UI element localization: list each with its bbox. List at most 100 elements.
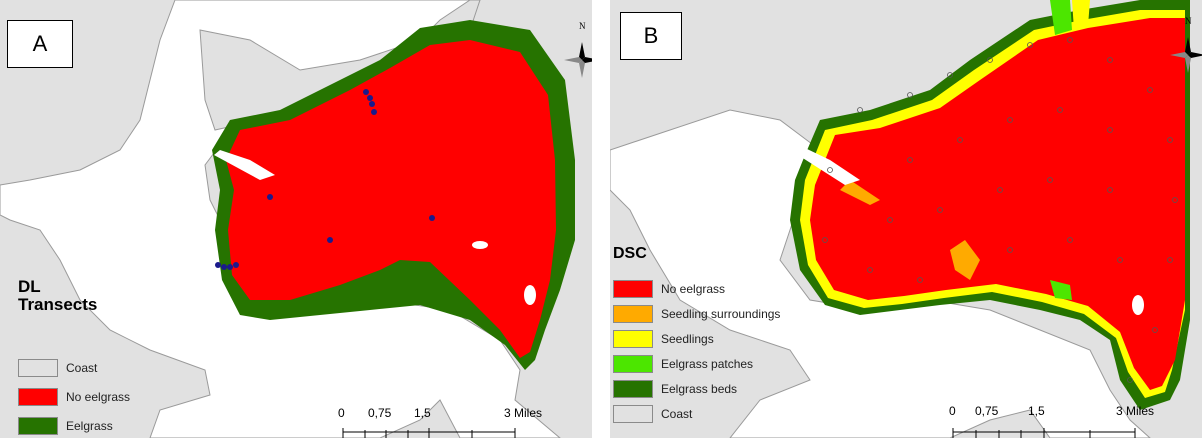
- scale-tick-label: 1,5: [414, 406, 431, 420]
- scale-tick-label: 0: [949, 404, 956, 418]
- legend-label: Coast: [661, 407, 693, 421]
- legend-label: Eelgrass: [66, 419, 113, 433]
- sample-point: [887, 217, 893, 223]
- legend-swatch: [18, 388, 58, 406]
- water-hole: [524, 285, 536, 305]
- legend-label: Eelgrass patches: [661, 357, 754, 371]
- legend-item-eelgrass: Eelgrass: [18, 417, 113, 435]
- water-hole: [214, 150, 275, 180]
- sample-point: [917, 277, 923, 283]
- transect-point: [327, 237, 333, 243]
- sample-point: [997, 187, 1003, 193]
- scale-tick-label: 3 Miles: [1116, 404, 1155, 418]
- sample-point: [907, 157, 913, 163]
- sample-point: [1007, 117, 1013, 123]
- transect-points: [215, 89, 435, 270]
- no-eelgrass-zone: [810, 18, 1185, 390]
- seedling-patch: [1072, 0, 1090, 30]
- sample-point: [1147, 87, 1153, 93]
- legend-item-no-eelgrass: No eelgrass: [613, 280, 725, 298]
- legend-swatch: [613, 380, 653, 398]
- legend-item-no-eelgrass: No eelgrass: [18, 388, 130, 406]
- sample-point: [827, 167, 833, 173]
- sample-point: [1172, 197, 1178, 203]
- sample-point: [1057, 107, 1063, 113]
- transect-point: [267, 194, 273, 200]
- scale-tick-label: 1,5: [1028, 404, 1045, 418]
- scale-bar: [342, 428, 516, 438]
- sample-points: [822, 37, 1178, 383]
- legend-swatch: [613, 305, 653, 323]
- legend-item-coast: Coast: [613, 405, 692, 423]
- water-hole: [472, 241, 488, 249]
- legend-title: DSC: [613, 245, 647, 262]
- legend-swatch: [613, 330, 653, 348]
- legend-item-seedlings: Seedlings: [613, 330, 714, 348]
- sample-point: [937, 207, 943, 213]
- scale-tick-label: 0: [338, 406, 345, 420]
- seedling-surroundings-patch: [840, 180, 880, 205]
- legend-item-coast: Coast: [18, 359, 97, 377]
- scale-tick-label: 0,75: [975, 404, 999, 418]
- transect-point: [221, 264, 227, 270]
- eelgrass-patch: [1050, 280, 1072, 300]
- north-label: N: [1185, 16, 1192, 26]
- map-b-canvas: [610, 0, 1202, 438]
- sample-point: [1067, 37, 1073, 43]
- legend-swatch: [613, 405, 653, 423]
- transect-point: [429, 215, 435, 221]
- water-hole: [798, 148, 860, 185]
- sample-point: [1167, 137, 1173, 143]
- panel-label: A: [7, 20, 73, 68]
- transect-point: [227, 264, 233, 270]
- transect-point: [367, 95, 373, 101]
- legend-label: Coast: [66, 361, 98, 375]
- transect-point: [363, 89, 369, 95]
- sample-point: [822, 237, 828, 243]
- panel-a-map: A N DL Transects Coast No eelgrass Eelgr…: [0, 0, 592, 438]
- water-area: [610, 109, 1151, 438]
- sample-point: [1027, 42, 1033, 48]
- north-label: N: [579, 21, 586, 31]
- sample-point: [1107, 127, 1113, 133]
- sample-point: [1047, 177, 1053, 183]
- legend-label: No eelgrass: [66, 390, 131, 404]
- legend-item-eelgrass-beds: Eelgrass beds: [613, 380, 737, 398]
- legend-title-line: Transects: [18, 294, 98, 314]
- sample-point: [1152, 327, 1158, 333]
- sample-point: [857, 107, 863, 113]
- legend-item-seedling-surroundings: Seedling surroundings: [613, 305, 780, 323]
- sample-point: [867, 267, 873, 273]
- sample-point: [1007, 247, 1013, 253]
- transect-point: [369, 101, 375, 107]
- seedling-surroundings-patch: [950, 240, 980, 280]
- sample-point: [1117, 257, 1123, 263]
- eelgrass-patch: [1050, 0, 1072, 35]
- legend-label: No eelgrass: [661, 282, 726, 296]
- panel-b-map: B N DSC No eelgrass Seedling surrounding…: [610, 0, 1202, 438]
- scale-tick-label: 3 Miles: [504, 406, 543, 420]
- sample-point: [1107, 57, 1113, 63]
- sample-point: [1067, 237, 1073, 243]
- map-a-canvas: [0, 0, 592, 438]
- sample-point: [947, 72, 953, 78]
- legend-title-line: DL: [18, 277, 41, 296]
- sample-point: [1127, 377, 1133, 383]
- legend-label: Seedlings: [661, 332, 714, 346]
- north-arrow-icon: [564, 42, 592, 78]
- scale-bar: [952, 428, 1136, 438]
- panel-label: B: [620, 12, 682, 60]
- legend-swatch: [18, 417, 58, 435]
- legend-swatch: [613, 280, 653, 298]
- legend-item-eelgrass-patches: Eelgrass patches: [613, 355, 753, 373]
- sample-point: [1167, 257, 1173, 263]
- sample-point: [1107, 187, 1113, 193]
- no-eelgrass-zone: [226, 40, 556, 358]
- legend-label: Seedling surroundings: [661, 307, 781, 321]
- water-hole: [1132, 295, 1144, 315]
- legend-label: Eelgrass beds: [661, 382, 738, 396]
- sample-point: [957, 137, 963, 143]
- sample-point: [987, 57, 993, 63]
- scale-tick-label: 0,75: [368, 406, 392, 420]
- north-arrow-icon: [1170, 37, 1202, 73]
